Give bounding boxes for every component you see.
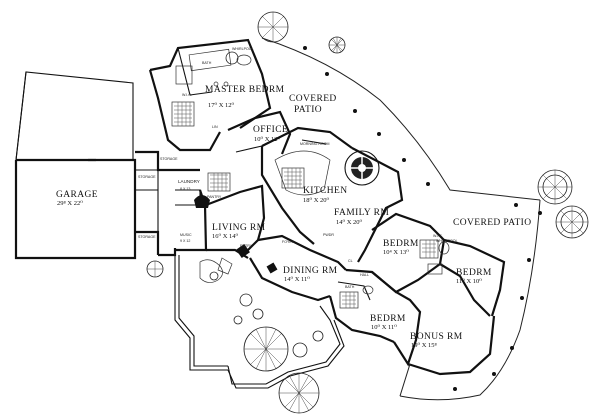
living-music-walls xyxy=(175,184,266,259)
covered-patio-north-line1: COVERED xyxy=(289,94,337,104)
music-dim: 9 X 12 xyxy=(180,239,190,243)
family-rm-label: FAMILY RM xyxy=(334,208,389,218)
tree-north-a xyxy=(257,11,289,43)
closet-label: CL xyxy=(348,259,353,263)
bedroom-wing-walls xyxy=(371,212,506,317)
bath-2-label: BATH xyxy=(345,285,355,289)
master-bedrm-label: MASTER BEDRM xyxy=(205,85,285,95)
bonus-rm-dim: 19⁰ X 15⁸ xyxy=(411,342,438,349)
bonus-rm-label: BONUS RM xyxy=(410,332,463,342)
garage-walls xyxy=(14,71,158,260)
dining-rm-dim: 14⁰ X 11⁰ xyxy=(284,276,310,283)
whirlpool-label: WHIRLPOOL xyxy=(232,47,254,51)
garage-dim: 29⁸ X 22⁰ xyxy=(57,200,83,207)
dining-walls xyxy=(249,234,347,302)
tree-north-c xyxy=(225,51,239,65)
tree-south xyxy=(278,372,320,414)
laundry-dim: 8 X 13 xyxy=(180,187,190,191)
living-rm-label: LIVING RM xyxy=(212,223,266,233)
office-label: OFFICE xyxy=(253,125,288,135)
laundry-label: LAUNDRY xyxy=(178,179,200,184)
bedrm-b-dim: 11⁰ X 10⁰ xyxy=(456,278,482,285)
kitchen-family-walls xyxy=(260,126,404,263)
bedrm-a-label: BEDRM xyxy=(383,239,419,249)
tree-west xyxy=(146,260,164,278)
covered-patio-north-line2: PATIO xyxy=(294,105,322,115)
kitchen-label: KITCHEN xyxy=(303,186,348,196)
tree-north-b xyxy=(328,36,346,54)
storage-label-2: STORAGE xyxy=(138,235,156,239)
covered-patio-east-label: COVERED PATIO xyxy=(453,218,531,228)
shrub-cluster xyxy=(209,271,324,358)
master-bedrm-dim: 17⁰ X 12⁰ xyxy=(208,102,235,109)
master-suite-walls xyxy=(148,38,272,152)
music-label: MUSIC xyxy=(180,233,192,237)
storage-laundry-walls xyxy=(135,150,231,257)
family-rm-dim: 14⁰ X 20⁰ xyxy=(336,219,363,226)
bath-label: BATH xyxy=(202,61,212,65)
entry-label: ENTRY xyxy=(240,244,253,248)
hall-label: HALL xyxy=(360,273,369,277)
bedrm-c-label: BEDRM xyxy=(370,314,406,324)
office-walls xyxy=(227,110,292,155)
storage-label-1: STORAGE xyxy=(138,175,156,179)
covered-patio-outline xyxy=(261,37,542,401)
bonus-bedrm-walls xyxy=(328,268,496,376)
bedrm-c-dim: 10⁰ X 11⁰ xyxy=(371,324,397,331)
whirlpool-2-label: WHIRLPOOL xyxy=(436,239,458,243)
entry-courtyard xyxy=(174,255,345,389)
powder-label: PWDR xyxy=(323,233,334,237)
tree-court-a xyxy=(243,326,289,372)
bedrm-a-dim: 10⁴ X 13⁰ xyxy=(383,249,409,256)
linen-label: LIN xyxy=(212,125,218,129)
tree-east-a xyxy=(537,169,573,205)
fireplace-round xyxy=(344,150,380,186)
walk-in-closet-label: W.I.C. xyxy=(182,93,192,97)
wic-2-label: W.I.C. xyxy=(433,234,443,238)
pantry-label: PANTRY xyxy=(207,195,222,199)
bedrm-b-label: BEDRM xyxy=(456,268,492,278)
office-dim: 10⁰ X 12⁴ xyxy=(254,136,281,143)
garage-label: GARAGE xyxy=(56,190,98,200)
dining-rm-label: DINING RM xyxy=(283,266,338,276)
morning-room-label: MORNING ROOM xyxy=(300,142,330,146)
tree-east-b xyxy=(555,205,589,239)
storage-label-3: STORAGE xyxy=(160,157,178,161)
living-rm-dim: 16⁰ X 14⁰ xyxy=(212,233,239,240)
kitchen-dim: 18⁰ X 20⁰ xyxy=(303,197,330,204)
foyer-label: FOYER xyxy=(282,240,295,244)
